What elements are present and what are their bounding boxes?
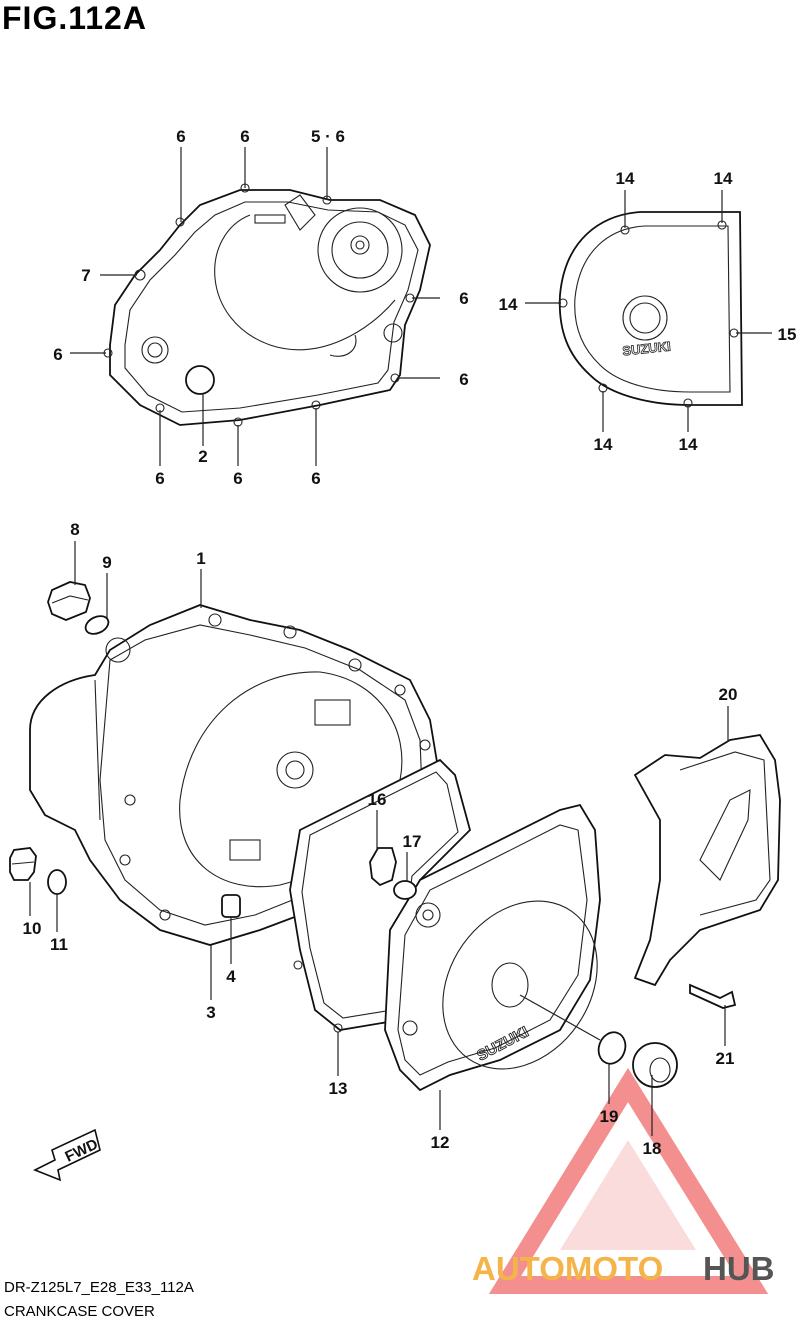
callout-15: 15 (778, 325, 797, 344)
callout-19: 19 (600, 1107, 619, 1126)
callout-14: 14 (616, 169, 635, 188)
plug-16 (369, 847, 397, 887)
callout-14: 14 (594, 435, 613, 454)
oil-filler-cap (47, 581, 91, 621)
callout-8: 8 (70, 520, 79, 539)
callout-6: 6 (155, 469, 164, 488)
fwd-arrow-icon: FWD (33, 1128, 101, 1182)
callout-14: 14 (499, 295, 518, 314)
callout-4: 4 (226, 967, 236, 986)
brand-mark-upper: SUZUKI (622, 339, 672, 359)
magneto-cover: SUZUKI (384, 803, 601, 1092)
figure-code: DR-Z125L7_E28_E33_112A (4, 1279, 194, 1296)
figure-title: FIG.112A (2, 0, 147, 36)
bolt-21 (689, 983, 737, 1009)
watermark-part1: AUTOMOTO (472, 1250, 663, 1287)
callout-6: 6 (459, 370, 468, 389)
callout-18: 18 (643, 1139, 662, 1158)
o-ring-19 (597, 1031, 627, 1065)
drain-plug (9, 847, 37, 881)
callout-13: 13 (329, 1079, 348, 1098)
callout-14: 14 (714, 169, 733, 188)
callout-3: 3 (206, 1003, 215, 1022)
watermark-logo (488, 1067, 769, 1294)
callout-6: 6 (233, 469, 242, 488)
callout-6: 6 (459, 289, 468, 308)
callout-6: 6 (53, 345, 62, 364)
clutch-cover-gasket (103, 183, 431, 427)
gasket-11 (47, 869, 67, 895)
callout-6: 6 (311, 469, 320, 488)
callout-10: 10 (23, 919, 42, 938)
figure-caption: CRANKCASE COVER (4, 1303, 155, 1320)
watermark-text: AUTOMOTO HUB (472, 1250, 775, 1287)
callout-16: 16 (368, 790, 387, 809)
callout-2: 2 (198, 447, 207, 466)
callout-1: 1 (196, 549, 205, 568)
callout-labels: 6 6 5 · 6 7 6 6 6 6 2 6 6 14 14 14 15 14… (23, 127, 797, 1158)
callout-6: 6 (240, 127, 249, 146)
callout-12: 12 (431, 1133, 450, 1152)
callout-9: 9 (102, 553, 111, 572)
sprocket-cover (633, 734, 781, 987)
watermark-part2: HUB (703, 1250, 775, 1287)
callout-17: 17 (403, 832, 422, 851)
callout-5-6: 5 · 6 (311, 127, 345, 146)
callout-7: 7 (81, 266, 90, 285)
cap-18 (632, 1042, 678, 1088)
o-ring-9 (84, 615, 110, 635)
callout-20: 20 (719, 685, 738, 704)
magneto-cover-gasket: SUZUKI (558, 211, 743, 408)
callout-6: 6 (176, 127, 185, 146)
o-ring-17 (393, 880, 417, 900)
callout-21: 21 (716, 1049, 735, 1068)
callout-14: 14 (679, 435, 698, 454)
callout-11: 11 (50, 935, 68, 954)
leader-lines (29, 147, 772, 1136)
